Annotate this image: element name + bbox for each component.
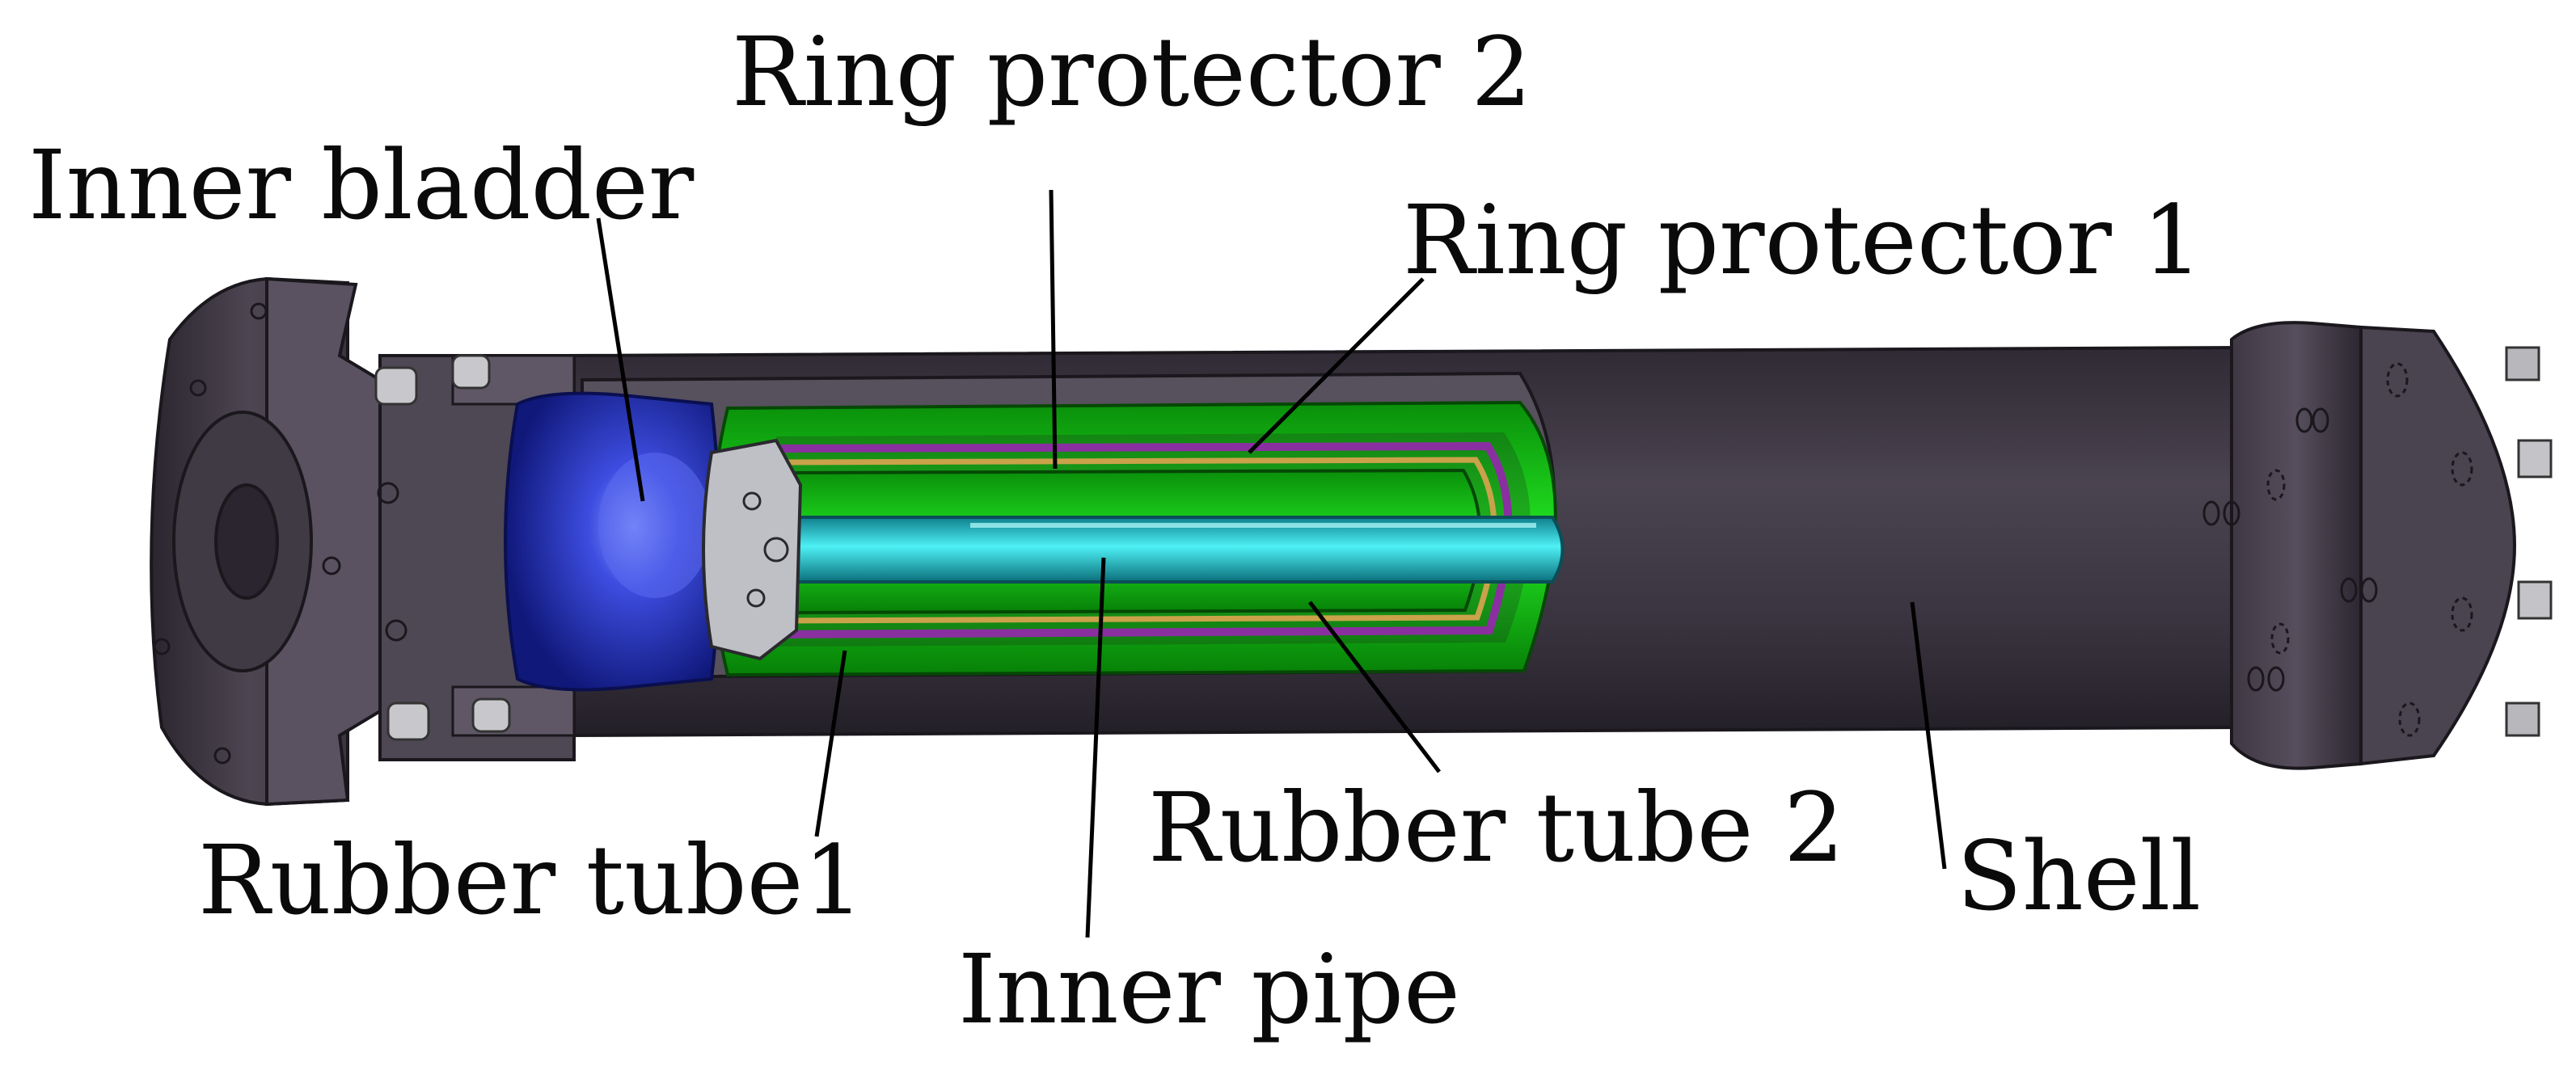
leader-rubber-tube1 (814, 650, 847, 837)
leader-ring-protector-2 (1049, 189, 1058, 470)
leader-rubber-tube-2 (1308, 600, 1441, 773)
label-ring-protector-1: Ring protector 1 (1403, 184, 2203, 296)
label-inner-pipe: Inner pipe (958, 933, 1460, 1045)
label-ring-protector-2: Ring protector 2 (732, 16, 1532, 128)
inner-bladder-part (504, 391, 721, 692)
leader-inner-bladder (596, 217, 645, 502)
inner-pipe-part (768, 516, 1565, 584)
leader-ring-protector-1 (1248, 277, 1425, 454)
end-fitting (702, 438, 803, 661)
label-rubber-tube1: Rubber tube1 (198, 824, 864, 936)
label-rubber-tube-2: Rubber tube 2 (1148, 772, 1845, 883)
label-shell: Shell (1957, 820, 2202, 932)
leader-shell (1910, 601, 1947, 870)
leader-lines (596, 189, 1947, 938)
label-inner-bladder: Inner bladder (28, 129, 695, 241)
right-end-cap (2202, 321, 2553, 770)
left-flange (150, 276, 576, 807)
leader-inner-pipe (1085, 557, 1106, 938)
